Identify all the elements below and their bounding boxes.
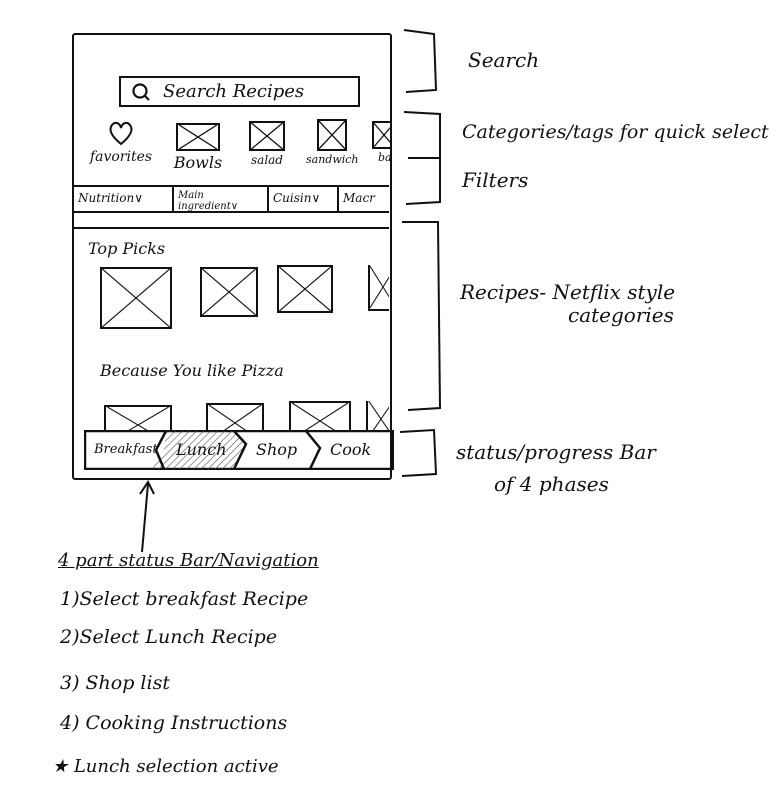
status-bar-outline: [84, 430, 394, 470]
arrow-up-icon: [139, 480, 155, 553]
status-step-breakfast[interactable]: Breakfast: [94, 442, 158, 457]
row-title-top-picks: Top Picks: [88, 239, 166, 258]
search-icon: [132, 82, 150, 101]
category-sandwich[interactable]: sandwich: [306, 117, 359, 166]
filter-macros[interactable]: Macr: [339, 187, 389, 211]
notes-item: 2)Select Lunch Recipe: [60, 626, 278, 648]
search-placeholder: Search Recipes: [163, 81, 305, 102]
notes-item: 1)Select breakfast Recipe: [60, 588, 309, 610]
recipe-card-thumbnail[interactable]: [366, 401, 389, 431]
annotation-status-line1: status/progress Bar: [456, 440, 656, 464]
status-step-cook[interactable]: Cook: [330, 440, 372, 459]
search-input[interactable]: Search Recipes: [119, 76, 360, 107]
filter-label: Nutrition: [78, 191, 135, 205]
annotation-recipes-line1: Recipes- Netflix style: [460, 280, 676, 304]
category-salad[interactable]: salad: [242, 117, 292, 167]
image-placeholder-icon: [317, 119, 347, 151]
bracket-status: [399, 428, 438, 477]
category-label: salad: [251, 153, 283, 167]
category-partial[interactable]: ba: [366, 117, 391, 164]
category-label: Bowls: [173, 153, 223, 172]
filter-nutrition[interactable]: Nutrition∨: [74, 187, 174, 211]
notes-active-note: ★ Lunch selection active: [52, 756, 279, 777]
annotation-categories: Categories/tags for quick select: [462, 121, 769, 143]
status-progress-bar: Breakfast Lunch Shop Cook: [84, 430, 394, 470]
chevron-down-icon: ∨: [134, 191, 144, 205]
category-label: ba: [378, 151, 391, 164]
notes-item: 4) Cooking Instructions: [60, 712, 288, 734]
section-divider: [74, 227, 389, 229]
recipe-row-because-you-like: [74, 401, 389, 431]
bracket-search: [403, 29, 438, 93]
category-bowls[interactable]: Bowls: [168, 117, 228, 172]
image-placeholder-icon: [176, 123, 220, 151]
recipe-card-thumbnail[interactable]: [368, 265, 389, 311]
chevron-down-icon: ∨: [311, 191, 321, 205]
annotation-search: Search: [468, 48, 540, 72]
status-step-lunch-active[interactable]: Lunch: [176, 440, 227, 459]
heart-icon: [109, 121, 133, 146]
recipe-row-top-picks: [74, 265, 389, 335]
recipe-card-thumbnail[interactable]: [100, 267, 172, 329]
recipe-card-thumbnail[interactable]: [104, 405, 172, 431]
image-placeholder-icon: [249, 121, 285, 151]
category-label: sandwich: [306, 153, 359, 166]
filter-label: Macr: [343, 191, 375, 205]
annotation-filters: Filters: [462, 168, 529, 192]
phone-frame: Search Recipes favorites Bowls salad sa: [72, 33, 392, 480]
notes-item: 3) Shop list: [60, 672, 170, 694]
category-tags: favorites Bowls salad sandwich ba: [86, 117, 391, 173]
filter-cuisine[interactable]: Cuisin∨: [269, 187, 339, 211]
chevron-down-icon: ∨: [230, 201, 239, 211]
filter-main-ingredient[interactable]: Main ingredient∨: [174, 187, 269, 211]
recipe-card-thumbnail[interactable]: [277, 265, 333, 313]
filter-bar: Nutrition∨ Main ingredient∨ Cuisin∨ Macr: [74, 185, 389, 213]
status-step-shop[interactable]: Shop: [256, 440, 298, 459]
recipe-card-thumbnail[interactable]: [200, 267, 258, 317]
row-title-because-you-like: Because You like Pizza: [100, 361, 284, 380]
category-favorites[interactable]: favorites: [86, 117, 156, 165]
category-label: favorites: [89, 149, 153, 165]
annotation-recipes-line2: categories: [568, 303, 674, 327]
recipe-card-thumbnail[interactable]: [206, 403, 264, 431]
annotation-status-line2: of 4 phases: [494, 472, 609, 496]
image-placeholder-icon: [372, 121, 391, 149]
filter-label: Main ingredient: [178, 190, 231, 211]
notes-title: 4 part status Bar/Navigation: [58, 550, 319, 571]
recipe-card-thumbnail[interactable]: [289, 401, 351, 431]
bracket-recipes: [402, 221, 442, 411]
filter-label: Cuisin: [273, 191, 312, 205]
bracket-categories-filters: [403, 111, 441, 205]
